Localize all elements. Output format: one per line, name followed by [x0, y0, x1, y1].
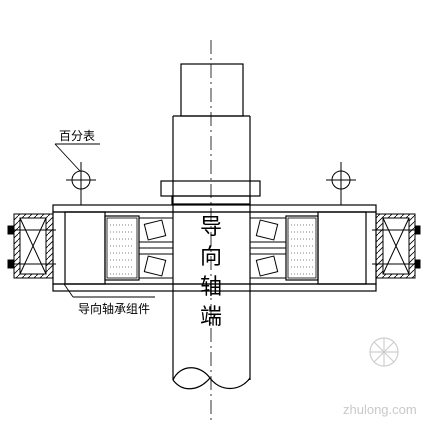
bushing-right [287, 217, 317, 279]
label-shaft-end-1: 导 [200, 215, 222, 240]
roller-bearing-left [138, 217, 174, 279]
label-shaft-end-3: 轴 [200, 275, 222, 300]
dial-indicator-left [66, 162, 96, 205]
label-bearing-assembly: 导向轴承组件 [78, 301, 150, 316]
bolt-left-lower [7, 259, 56, 269]
dial-indicator-right [326, 162, 356, 205]
leader-dial-indicator [54, 143, 100, 172]
bushing-left [106, 217, 138, 279]
clamp-right [375, 213, 416, 279]
bolt-left-upper [7, 225, 56, 235]
watermark-text: zhulong.com [343, 402, 417, 417]
label-shaft-end-4: 端 [200, 305, 222, 330]
bolt-right-upper [372, 225, 421, 235]
label-dial-indicator: 百分表 [59, 129, 95, 143]
shaft-collar [160, 180, 261, 205]
clamp-left [13, 213, 54, 279]
leader-bearing-assembly [63, 283, 155, 298]
bolt-right-lower [372, 259, 421, 269]
roller-bearing-right [249, 217, 287, 279]
watermark-logo [369, 337, 399, 367]
label-shaft-end-2: 向 [200, 245, 222, 270]
